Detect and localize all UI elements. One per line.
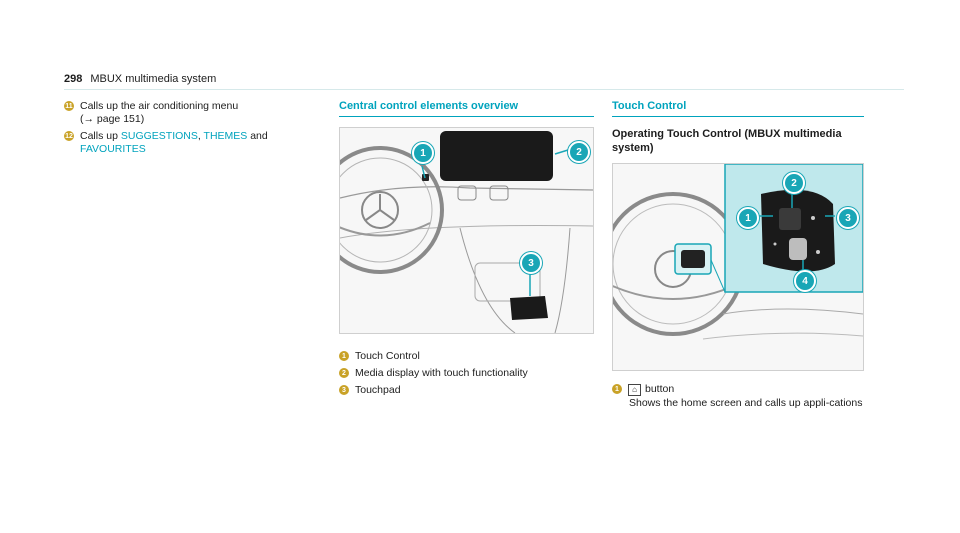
caption-number: 1 — [612, 384, 622, 394]
caption-item: 1 Touch Control — [339, 350, 594, 363]
caption-item: 1 ⌂ button — [612, 383, 864, 396]
item-number-badge: 11 — [64, 101, 74, 111]
cockpit-drawing — [340, 128, 593, 333]
favourites-link[interactable]: FAVOURITES — [80, 143, 146, 155]
button-label: button — [645, 383, 675, 395]
caption-item: 3 Touchpad — [339, 384, 594, 397]
section-title: Touch Control — [612, 100, 864, 117]
page-section-title: MBUX multimedia sys­tem — [90, 73, 217, 85]
callout-1: 1 — [412, 142, 434, 164]
caption-text: Touch Control — [355, 350, 420, 362]
caption-text: Media display with touch functionality — [355, 367, 528, 379]
callout-3: 3 — [520, 252, 542, 274]
item-number-badge: 12 — [64, 131, 74, 141]
item-text: Calls up — [80, 130, 121, 142]
list-item: 12 Calls up SUGGESTIONS, THEMES and FAVO… — [64, 130, 296, 156]
callout-2: 2 — [568, 141, 590, 163]
separator: , — [197, 130, 204, 142]
caption-number: 2 — [339, 368, 349, 378]
touch-control-illustration: 1 2 3 4 — [612, 163, 864, 371]
section-title: Central control elements overview — [339, 100, 594, 117]
right-column: Touch Control Operating Touch Control (M… — [612, 100, 864, 409]
list-item: 11 Calls up the air conditioning menu (→… — [64, 100, 296, 126]
cockpit-illustration: 1 2 3 — [339, 127, 594, 334]
themes-link[interactable]: THEMES — [203, 130, 248, 142]
page-number: 298 — [64, 73, 83, 85]
suggestions-link[interactable]: SUGGESTIONS — [120, 130, 198, 142]
header-divider — [64, 89, 904, 90]
caption-list: 1 ⌂ button Shows the home screen and call… — [612, 383, 864, 409]
caption-list: 1 Touch Control 2 Media display with tou… — [339, 350, 594, 397]
page-reference: (→ page 151) — [80, 113, 145, 125]
caption-text: Touchpad — [355, 384, 401, 396]
subsection-title: Operating Touch Control (MBUX multimedia… — [612, 128, 842, 154]
callout-2: 2 — [783, 172, 805, 194]
callout-1: 1 — [737, 207, 759, 229]
home-icon: ⌂ — [628, 384, 641, 396]
page-header: 298 MBUX multimedia sys­tem — [64, 73, 216, 85]
item-text-and: and — [247, 130, 268, 142]
touch-control-drawing — [613, 164, 863, 370]
caption-number: 1 — [339, 351, 349, 361]
callout-3: 3 — [837, 207, 859, 229]
caption-description: Shows the home screen and calls up appli… — [629, 397, 863, 409]
middle-column: Central control elements overview — [339, 100, 594, 401]
caption-item: 2 Media display with touch functionality — [339, 367, 594, 380]
item-text: Calls up the air conditioning menu — [80, 100, 239, 112]
left-column: 11 Calls up the air conditioning menu (→… — [64, 100, 296, 160]
callout-4: 4 — [794, 270, 816, 292]
caption-number: 3 — [339, 385, 349, 395]
